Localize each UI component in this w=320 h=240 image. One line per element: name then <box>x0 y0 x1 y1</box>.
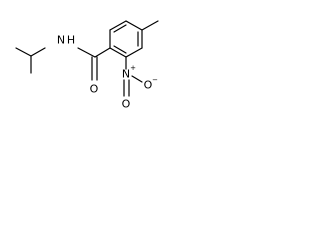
ring-bond-5 <box>125 47 143 58</box>
atom-label-nitro-n: N + <box>122 64 136 81</box>
atom-symbol-nitro-o-right: O <box>144 79 153 92</box>
benzene-ring <box>109 20 143 58</box>
bond-methyl-left <box>15 47 32 57</box>
bond-ring-to-methyl <box>141 20 159 31</box>
nitro-group <box>123 56 143 97</box>
atom-label-nitro-o-bottom: O <box>122 98 131 111</box>
charge-nitro-n: + <box>130 64 136 72</box>
bond-ch-to-nh <box>30 47 46 57</box>
amide-group <box>77 47 111 81</box>
atom-label-nitro-o-right: O − <box>144 76 158 92</box>
ring-double-bond-bottom <box>113 45 127 54</box>
ring-double-bond-top <box>113 24 127 33</box>
atom-symbol-nitro-n: N <box>122 68 130 81</box>
chemical-structure: N H O N + O − O <box>15 20 159 111</box>
ring-bond-3 <box>125 20 143 31</box>
atom-label-carbonyl-o: O <box>90 83 99 96</box>
atom-symbol-amide-n: N <box>57 34 65 47</box>
ring-bond-6 <box>109 47 127 58</box>
ring-bond-2 <box>109 20 127 31</box>
atom-symbol-amide-h: H <box>67 34 75 47</box>
atom-label-amide-nh: N H <box>57 34 75 47</box>
bond-nitro-to-o-right <box>131 75 143 83</box>
isopropyl-group <box>15 47 46 74</box>
charge-nitro-o-right: − <box>152 76 158 84</box>
bond-n-to-carbonyl <box>77 47 96 58</box>
bond-carbonyl-to-ring <box>94 47 111 58</box>
